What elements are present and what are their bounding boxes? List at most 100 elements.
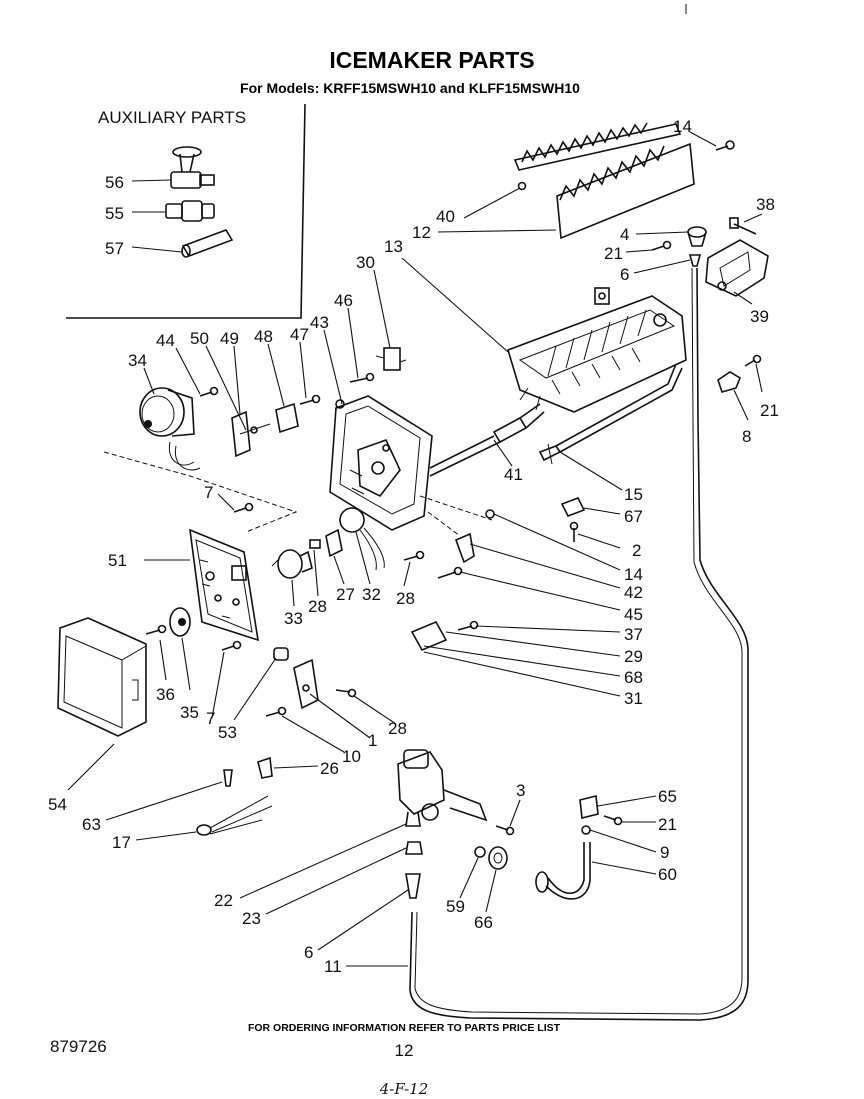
callout-12: 12 (412, 223, 431, 242)
callout-29: 29 (624, 647, 643, 666)
housing-dashed-guide (419, 495, 493, 537)
callout-38: 38 (756, 195, 775, 214)
callout-6: 6 (620, 265, 629, 284)
callout-45: 45 (624, 605, 643, 624)
callout-21: 21 (604, 244, 623, 263)
part-27-gear-shaft (325, 528, 343, 558)
callout-36: 36 (156, 685, 175, 704)
callout-14: 14 (673, 117, 692, 136)
callout-66: 66 (474, 913, 493, 932)
callout-63: 63 (82, 815, 101, 834)
part-51-support-plate (189, 528, 259, 642)
part-22-water-valve (397, 749, 488, 827)
callout-47: 47 (290, 325, 309, 344)
callout-46: 46 (334, 291, 353, 310)
part-28-screw-b (403, 550, 425, 561)
part-66-fitting (488, 846, 508, 870)
callout-13: 13 (384, 237, 403, 256)
callout-labels: 56 55 57 14 40 12 38 4 21 6 39 30 13 46 … (48, 117, 779, 976)
callout-42: 42 (624, 583, 643, 602)
models-subtitle: For Models: KRFF15MSWH10 and KLFF15MSWH1… (240, 80, 580, 96)
part-28-screw-c (335, 688, 357, 698)
part-30-switch (375, 347, 407, 371)
part-12-stripper-comb (556, 142, 695, 240)
handwritten-note: 4-F-12 (379, 1080, 429, 1098)
callout-65: 65 (658, 787, 677, 806)
part-33-timing-cam (271, 549, 313, 579)
part-34-motor (139, 387, 201, 471)
callout-11: 11 (324, 957, 342, 976)
callout-56: 56 (105, 173, 124, 192)
part-14-screw-top (715, 140, 735, 151)
callout-28-b: 28 (396, 589, 415, 608)
callout-21-valve: 21 (658, 815, 677, 834)
part-14-screw-mid (485, 509, 495, 519)
auxiliary-parts-border (66, 103, 306, 319)
part-11-water-tube-inner (414, 267, 743, 1015)
callout-35: 35 (180, 703, 199, 722)
callout-57: 57 (105, 239, 124, 258)
part-37-screw (457, 620, 479, 631)
callout-43: 43 (310, 313, 329, 332)
part-39-bracket (705, 239, 769, 297)
callout-31: 31 (624, 689, 643, 708)
callout-44: 44 (156, 331, 175, 350)
part-55-union (165, 200, 215, 222)
part-59-washer (474, 846, 486, 858)
part-40-screw (517, 181, 527, 191)
part-53-bushing (273, 647, 289, 661)
part-26-wire-nut (257, 756, 273, 779)
part-4-fill-cup (687, 226, 707, 247)
part-44-screw (199, 386, 219, 397)
part-6-grommet-top (688, 254, 702, 267)
part-11-water-tube (409, 267, 749, 1021)
diagram-title: ICEMAKER PARTS (329, 47, 534, 73)
page-number: 12 (395, 1041, 414, 1060)
part-7-screw-bottom (221, 640, 242, 651)
callout-28-a: 28 (308, 597, 327, 616)
callout-28-c: 28 (388, 719, 407, 738)
part-21-screw (651, 240, 672, 251)
callout-7-top: 7 (204, 483, 213, 502)
callout-60: 60 (658, 865, 677, 884)
callout-55: 55 (105, 204, 124, 223)
callout-67: 67 (624, 507, 643, 526)
part-28-pin-a (309, 539, 321, 549)
part-56-fitting-valve (170, 146, 215, 189)
callout-53: 53 (218, 723, 237, 742)
callout-2: 2 (632, 541, 641, 560)
part-21-screw-valve (603, 815, 623, 826)
callout-68: 68 (624, 668, 643, 687)
callout-1: 1 (368, 731, 377, 750)
part-17-wire-harness (196, 795, 273, 836)
callout-10: 10 (342, 747, 361, 766)
leader-lines (67, 131, 763, 967)
part-65-grommet (579, 795, 599, 819)
callout-50: 50 (190, 329, 209, 348)
callout-22: 22 (214, 891, 233, 910)
callout-21-right: 21 (760, 401, 779, 420)
auxiliary-parts-heading: AUXILIARY PARTS (98, 108, 246, 127)
part-2-screw (569, 521, 579, 542)
part-63-screw (223, 769, 233, 787)
part-41-heater-terminal (429, 403, 545, 477)
part-9-clamp (581, 825, 591, 835)
motor-dashed-guide (103, 451, 298, 533)
callout-37: 37 (624, 625, 643, 644)
part-36-screw (145, 624, 167, 635)
callout-3: 3 (516, 781, 525, 800)
callout-8: 8 (742, 427, 751, 446)
callout-27: 27 (336, 585, 355, 604)
part-54-cover (57, 617, 147, 737)
part-49-shut-off-arm (231, 410, 251, 458)
part-15-heater (538, 363, 683, 465)
callout-6-bottom: 6 (304, 943, 313, 962)
callout-7-bottom: 7 (206, 709, 215, 728)
callout-14-mid: 14 (624, 565, 643, 584)
part-46-screw (349, 372, 375, 383)
part-3-screw (495, 825, 515, 836)
callout-51: 51 (108, 551, 127, 570)
part-32-thermostat (339, 507, 385, 571)
callout-32: 32 (362, 585, 381, 604)
